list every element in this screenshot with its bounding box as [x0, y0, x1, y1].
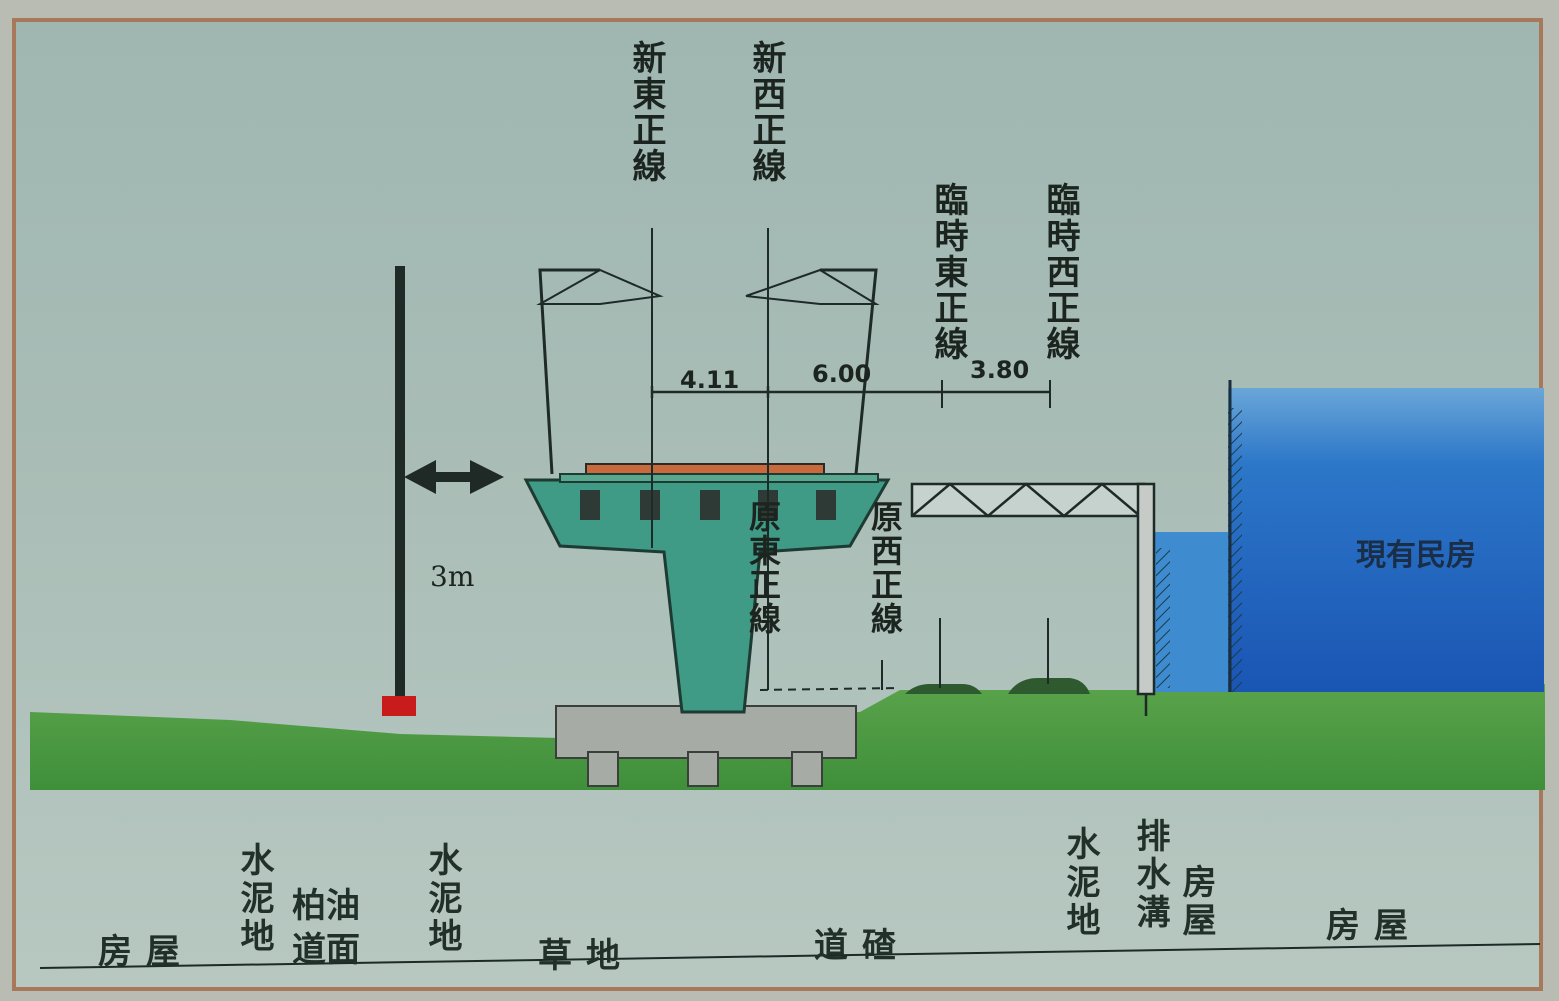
zone-baseline	[39, 943, 1541, 969]
clearance-pole	[395, 266, 405, 706]
zone-cement-2: 水泥地	[422, 842, 462, 956]
clearance-arrow	[404, 460, 504, 494]
clearance-3m: 3m	[430, 560, 475, 593]
zone-house-left: 房屋	[98, 932, 194, 972]
ballast-east	[905, 684, 982, 694]
existing-house-label: 現有民房	[1356, 538, 1476, 573]
label-temp-west-line: 臨時西正線	[1040, 182, 1080, 362]
label-orig-east-line: 原東正線	[744, 500, 782, 636]
ballast-west	[1008, 678, 1090, 694]
dimension-4-11: 4.11	[680, 366, 740, 394]
dimension-6-00: 6.00	[812, 360, 872, 388]
zone-cement-1: 水泥地	[234, 842, 274, 956]
label-new-east-line: 新東正線	[626, 40, 666, 184]
overhead-truss	[910, 482, 1156, 716]
catenary-masts	[536, 268, 880, 475]
dimension-3-80: 3.80	[970, 356, 1030, 384]
zone-house-mid: 房屋	[1176, 864, 1216, 940]
house-wall-hatch-2	[1156, 548, 1170, 688]
existing-house-tall	[1228, 388, 1544, 692]
zone-ballast: 道碴	[814, 926, 910, 966]
label-orig-west-line: 原西正線	[866, 500, 904, 636]
zone-grass: 草地	[538, 936, 634, 976]
zone-house-right: 房屋	[1326, 906, 1422, 946]
dimension-line	[650, 386, 1050, 398]
label-temp-east-line: 臨時東正線	[928, 182, 968, 362]
pier-foundation	[555, 705, 857, 787]
zone-cement-3: 水泥地	[1060, 826, 1100, 940]
zone-drain: 排水溝	[1130, 818, 1170, 932]
pole-base	[382, 696, 416, 716]
t-pier	[523, 478, 891, 714]
label-new-west-line: 新西正線	[746, 40, 786, 184]
zone-asphalt: 柏油道面	[292, 886, 360, 970]
